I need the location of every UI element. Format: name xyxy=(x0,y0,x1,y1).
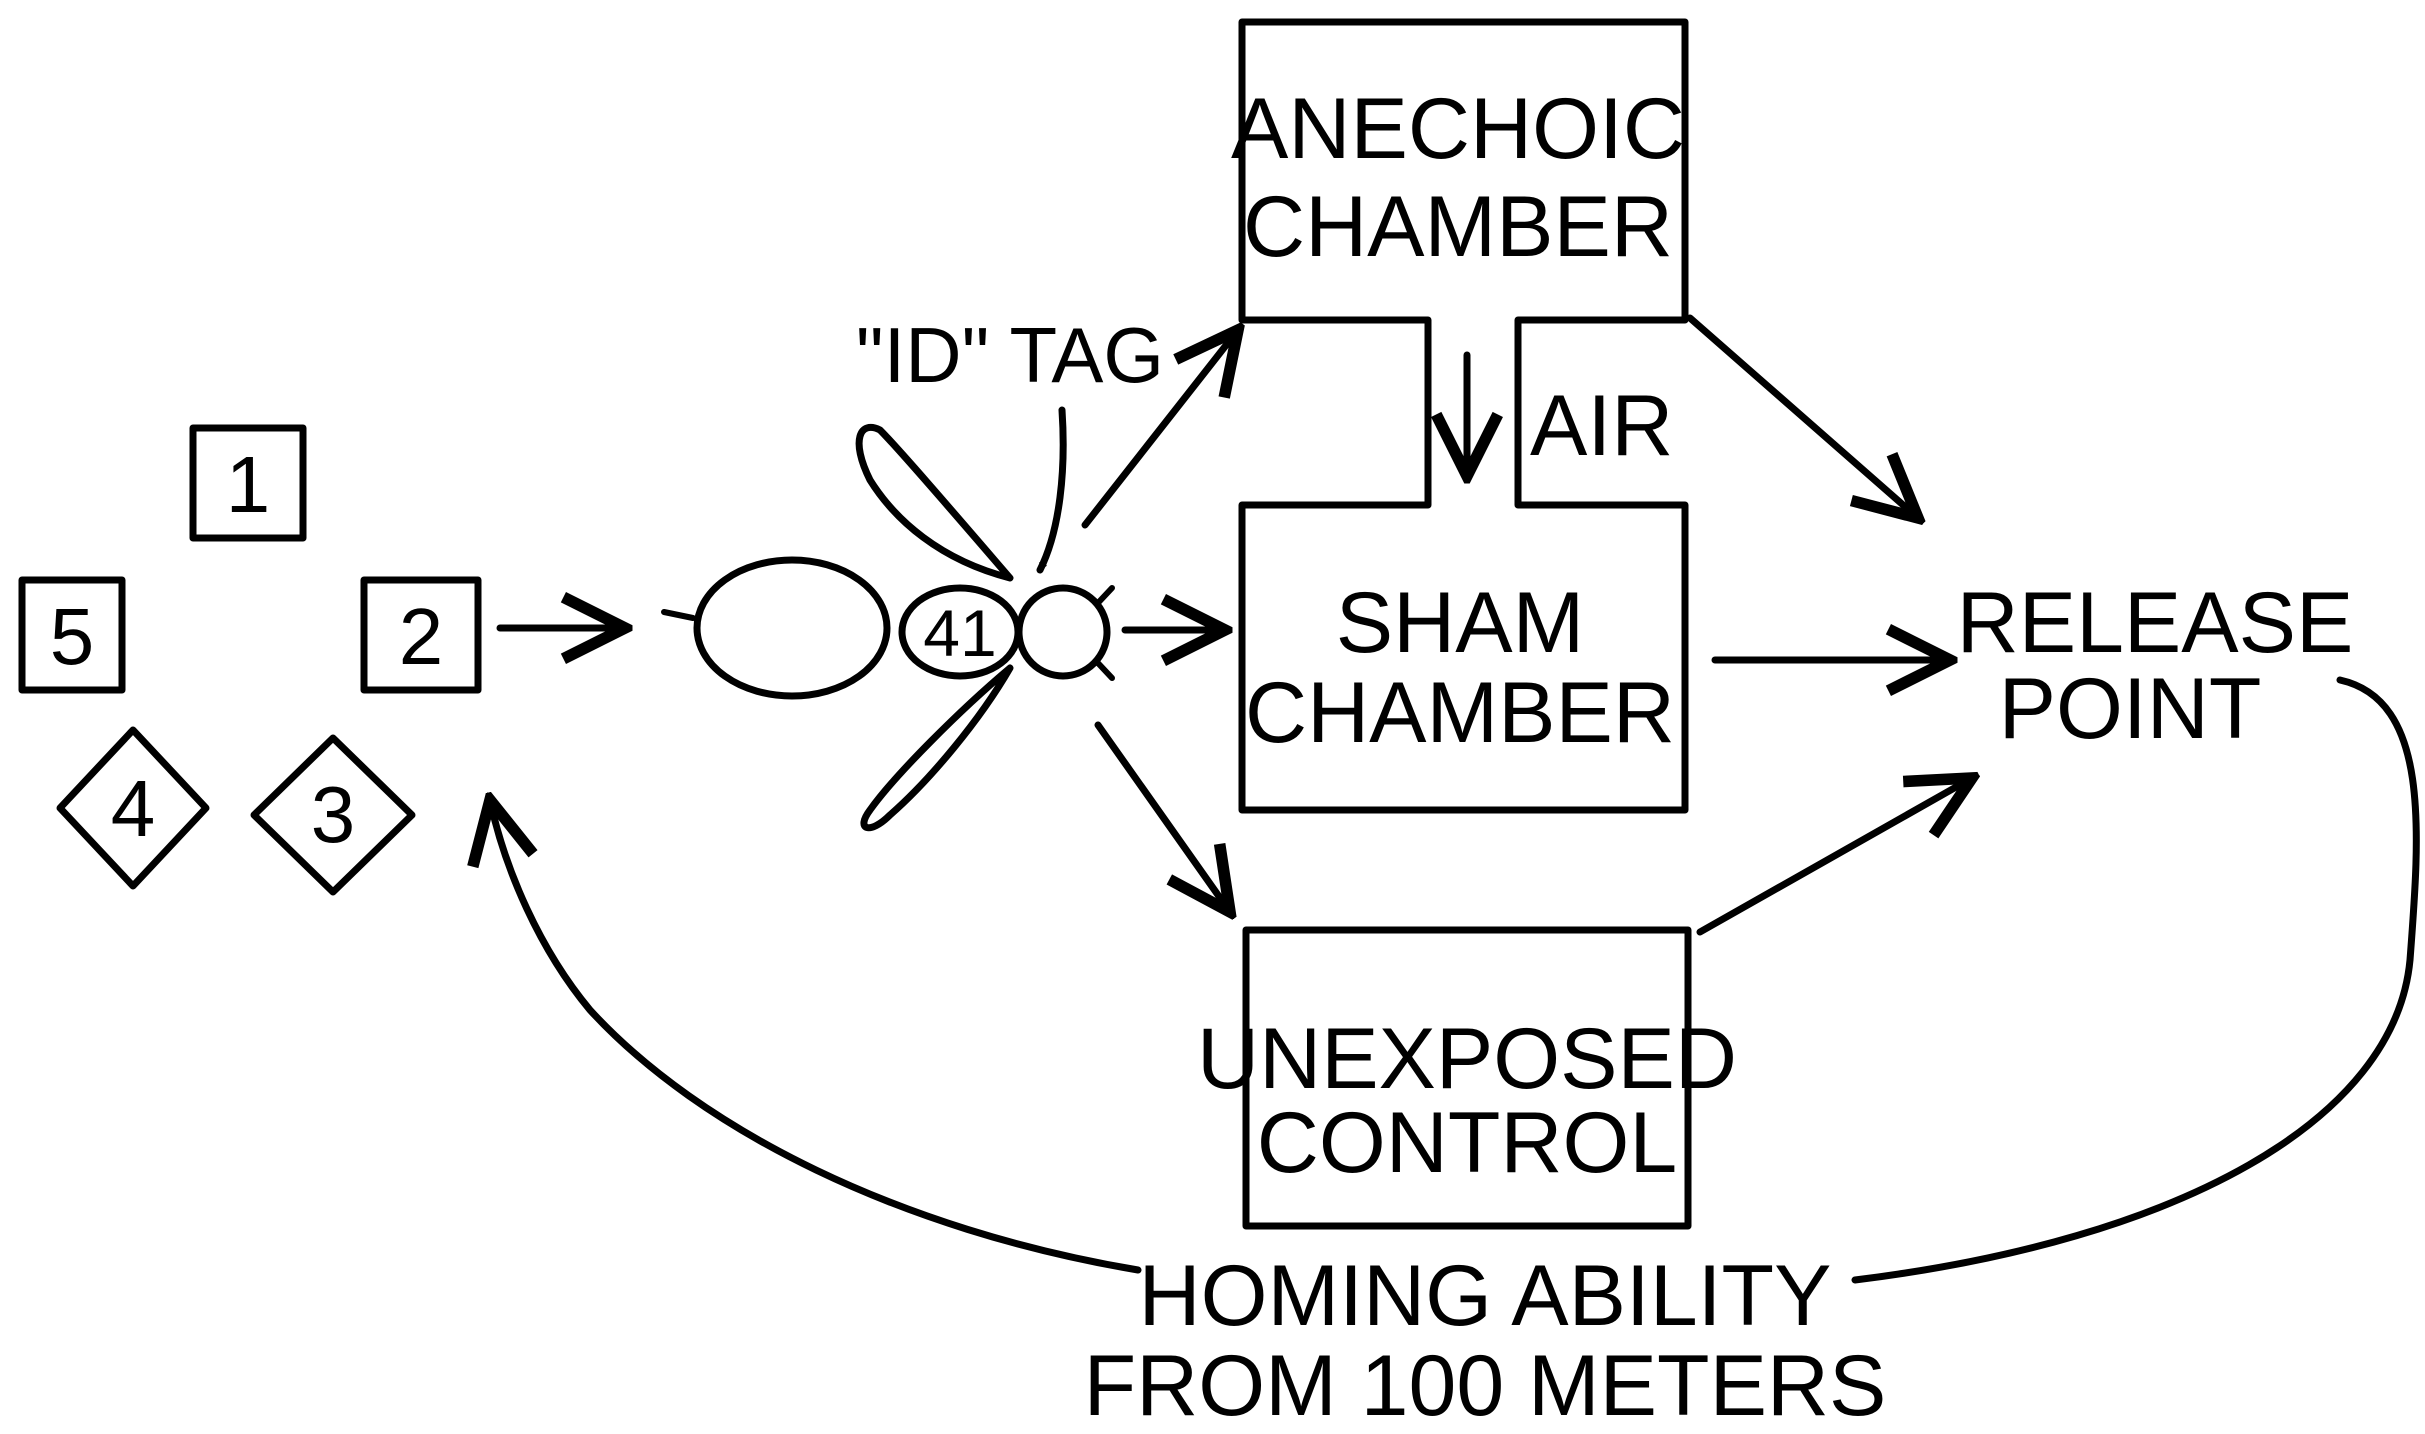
bee-antenna-bottom xyxy=(1097,662,1112,678)
bee-antenna-top xyxy=(1097,588,1112,604)
hive-5: 5 xyxy=(22,580,122,690)
bee-head xyxy=(1019,588,1107,676)
sham-line2: CHAMBER xyxy=(1245,665,1675,761)
unexposed-control-box: UNEXPOSED CONTROL xyxy=(1197,930,1737,1226)
bee-stinger xyxy=(664,612,693,618)
hive-4-label: 4 xyxy=(111,764,156,853)
release-line2: POINT xyxy=(1999,661,2262,757)
hive-2: 2 xyxy=(364,580,478,690)
return-curve-release xyxy=(1855,680,2416,1280)
hive-1-label: 1 xyxy=(226,440,271,529)
bee-wing-bottom xyxy=(864,668,1010,828)
homing-line1: HOMING ABILITY xyxy=(1139,1248,1832,1344)
air-label: AIR xyxy=(1530,378,1673,474)
sham-chamber: SHAM CHAMBER xyxy=(1245,575,1675,761)
id-tag-label: "ID" TAG xyxy=(856,311,1164,399)
hive-5-label: 5 xyxy=(50,592,95,681)
anechoic-chamber: ANECHOIC CHAMBER xyxy=(1231,81,1685,275)
homing-ability-label: HOMING ABILITY FROM 100 METERS xyxy=(1084,1248,1887,1429)
control-line1: UNEXPOSED xyxy=(1197,1011,1737,1107)
bee-wing-top xyxy=(859,427,1010,578)
release-point: RELEASE POINT xyxy=(1957,575,2354,757)
anechoic-line1: ANECHOIC xyxy=(1231,81,1685,177)
bee-abdomen xyxy=(697,560,887,696)
release-line1: RELEASE xyxy=(1957,575,2354,671)
arrow-control-to-release xyxy=(1700,778,1972,932)
arrow-bee-to-control xyxy=(1098,725,1230,912)
anechoic-line2: CHAMBER xyxy=(1243,179,1673,275)
hive-3: 3 xyxy=(254,738,412,892)
sham-line1: SHAM xyxy=(1336,575,1584,671)
homing-line2: FROM 100 METERS xyxy=(1084,1338,1887,1429)
arrow-anechoic-to-release xyxy=(1690,318,1918,518)
hive-3-label: 3 xyxy=(311,770,356,859)
bee-tag-number: 41 xyxy=(923,596,996,670)
hive-4: 4 xyxy=(60,730,206,886)
id-tag-pointer xyxy=(1040,410,1063,570)
control-line2: CONTROL xyxy=(1257,1095,1677,1191)
bee-figure: 41 xyxy=(664,427,1112,827)
hive-1: 1 xyxy=(193,428,303,538)
homing-return-arrow xyxy=(490,800,1138,1270)
hive-2-label: 2 xyxy=(399,592,444,681)
